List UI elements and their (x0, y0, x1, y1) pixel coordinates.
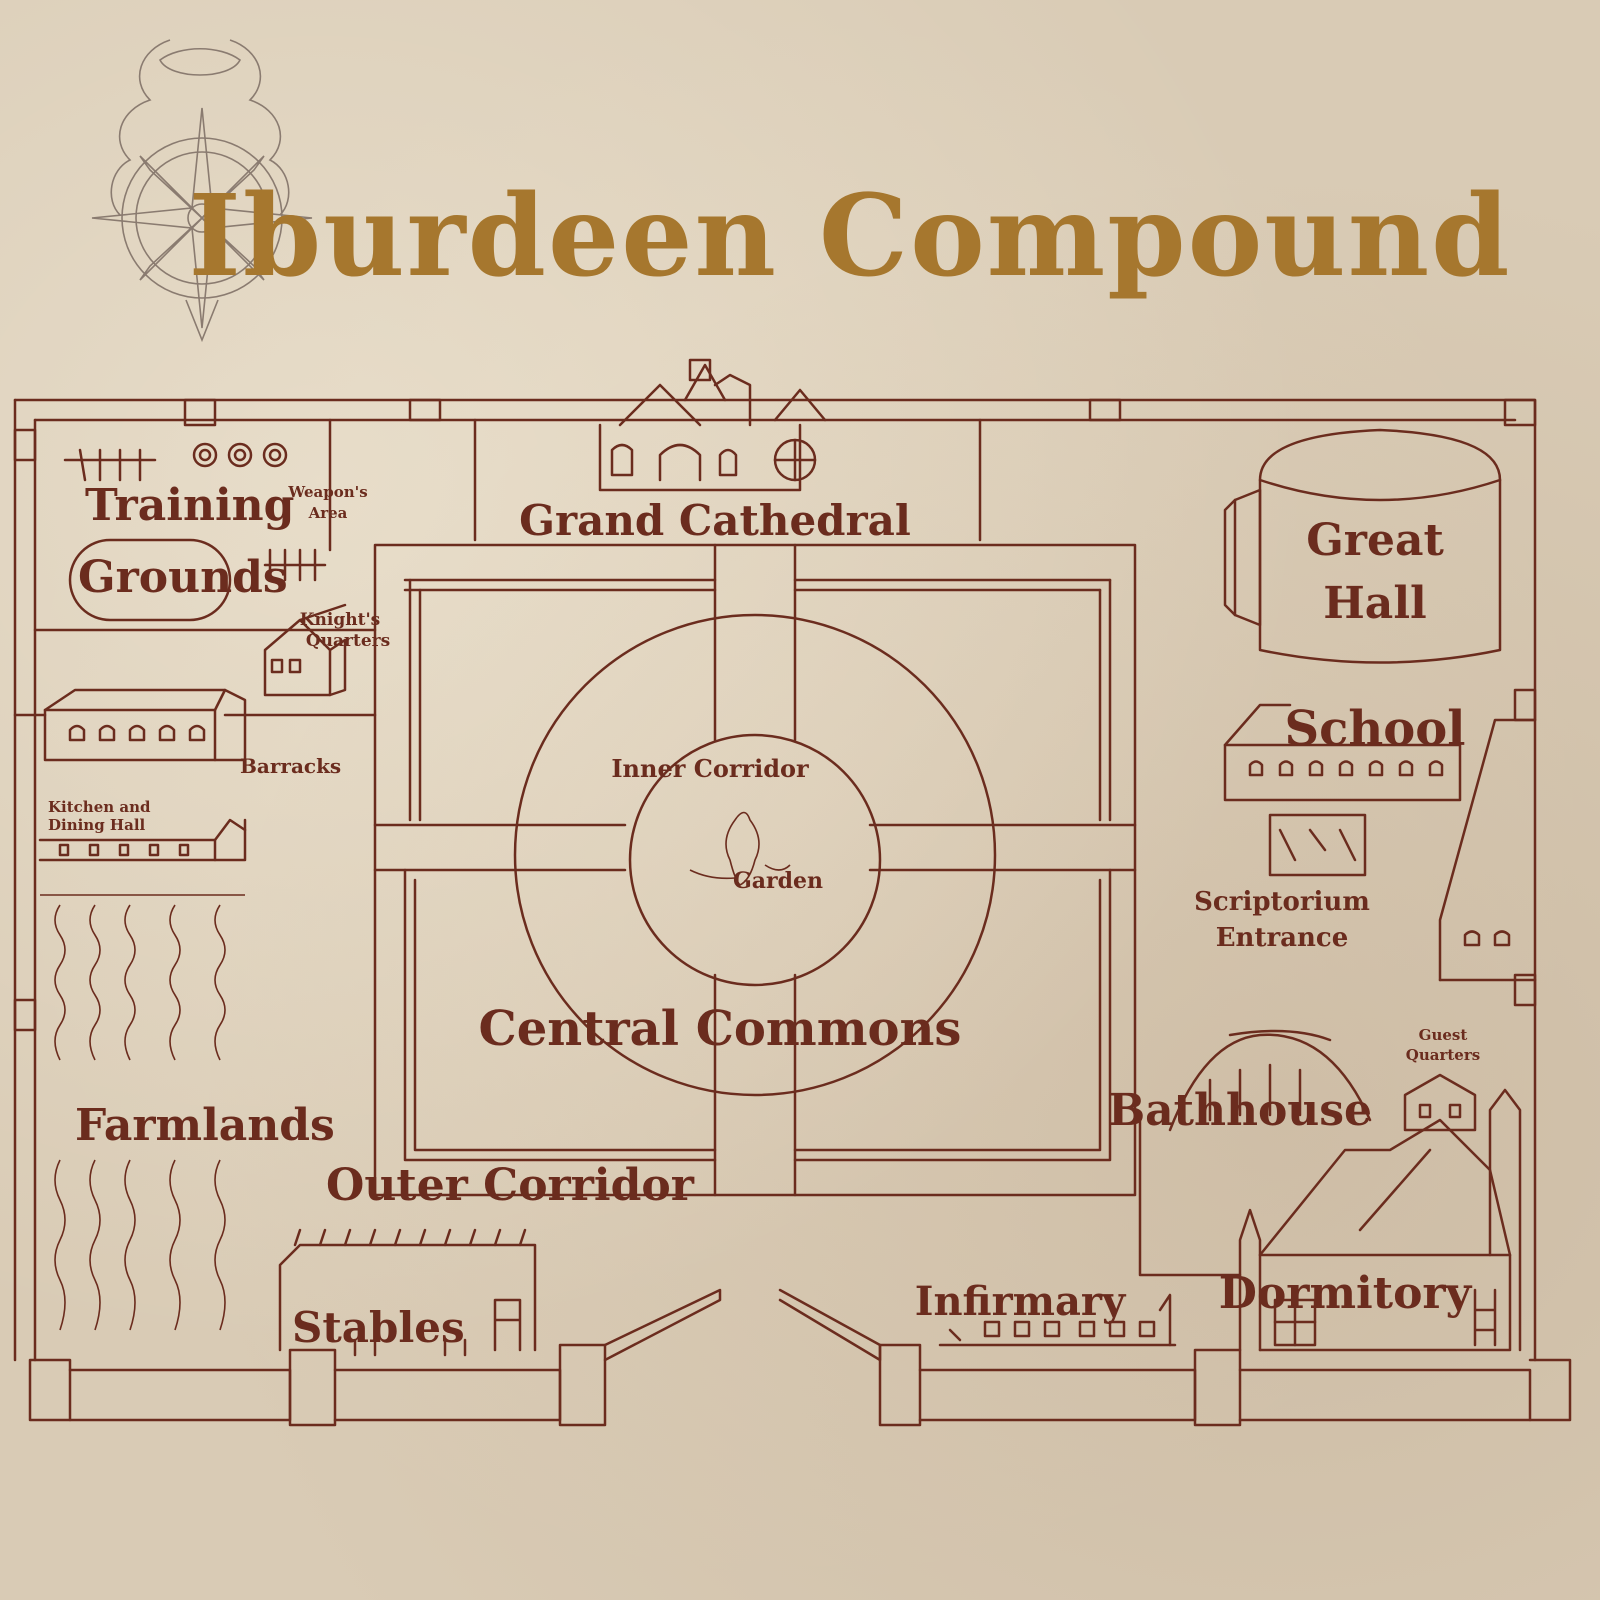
label-infirmary: Infirmary (915, 1278, 1127, 1325)
stables-building (278, 1228, 537, 1357)
label-bathhouse: Bathhouse (1108, 1085, 1372, 1136)
label-knights-quarters-2: Quarters (306, 631, 390, 651)
kitchen-dining-building (38, 818, 247, 862)
label-dormitory: Dormitory (1219, 1268, 1473, 1319)
garden-fountain (689, 811, 791, 886)
label-great-hall: Great (1306, 515, 1444, 566)
label-garden: Garden (733, 868, 823, 894)
school-building (1223, 703, 1462, 802)
label-kitchen-2: Dining Hall (48, 816, 146, 834)
label-great-hall-2: Hall (1323, 578, 1427, 629)
knights-quarters-building (263, 603, 347, 697)
label-weapons-area: Weapon's (287, 483, 367, 501)
label-knights-quarters: Knight's (300, 610, 380, 630)
dormitory-building (1238, 1088, 1522, 1352)
farmlands-crops (40, 894, 245, 1331)
grand-cathedral-building (598, 358, 827, 492)
label-training-grounds-2: Grounds (78, 552, 288, 603)
guest-quarters-building (1403, 1073, 1477, 1132)
label-central-commons: Central Commons (479, 1001, 962, 1057)
label-barracks: Barracks (240, 754, 341, 778)
scriptorium-entrance-building (1268, 813, 1367, 877)
label-scriptorium-2: Entrance (1216, 923, 1349, 953)
central-commons-walls (373, 418, 1137, 1197)
label-inner-corridor: Inner Corridor (611, 754, 809, 783)
tower-building (1438, 718, 1537, 982)
infirmary-building (938, 1293, 1177, 1347)
label-guest-quarters-2: Quarters (1406, 1046, 1480, 1064)
bathhouse-building (1138, 1029, 1372, 1277)
label-school: School (1284, 701, 1465, 757)
training-grounds-area (33, 418, 377, 632)
label-kitchen: Kitchen and (48, 798, 151, 816)
label-scriptorium: Scriptorium (1194, 887, 1370, 917)
front-wall (28, 1288, 1572, 1427)
label-training-grounds: Training (85, 480, 294, 531)
label-stables: Stables (292, 1303, 465, 1352)
label-weapons-area-2: Area (308, 504, 348, 522)
barracks-building (13, 688, 377, 762)
great-hall-building (1223, 428, 1502, 664)
label-farmlands: Farmlands (75, 1100, 335, 1151)
compass-rose-icon (91, 39, 313, 343)
label-outer-corridor: Outer Corridor (326, 1160, 695, 1211)
label-guest-quarters: Guest (1419, 1026, 1468, 1044)
map-title: Iburdeen Compound (189, 171, 1512, 302)
label-grand-cathedral: Grand Cathedral (519, 496, 911, 545)
